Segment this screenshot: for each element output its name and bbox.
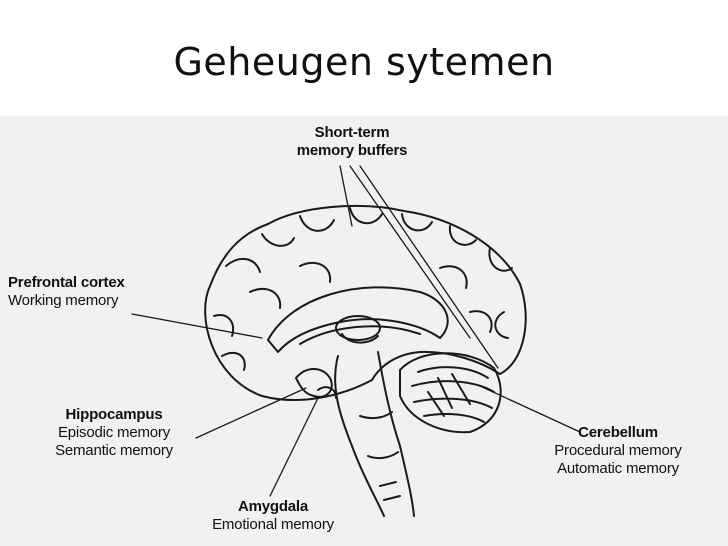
label-amygdala-heading: Amygdala [237,498,309,515]
pointer-short-term-2 [349,165,471,339]
thalamus [335,315,381,341]
label-amygdala: Amygdala Emotional memory [198,498,348,534]
pointer-prefrontal [131,313,263,339]
label-amygdala-line2: Emotional memory [212,516,334,533]
brain-diagram: Short-term memory buffers Prefrontal cor… [0,116,728,546]
corpus-callosum [267,286,449,353]
brain-illustration [131,165,581,517]
label-short-term: Short-term memory buffers [282,124,422,160]
cerebellum-shape [399,352,502,434]
label-prefrontal-heading: Prefrontal cortex [8,274,125,291]
brain-outline [204,204,527,402]
label-short-term-heading: Short-term [314,124,390,141]
pointer-short-term-3 [359,165,499,369]
pointer-short-term-1 [339,165,353,227]
pointer-hippocampus [195,387,307,439]
label-hippocampus-line2: Episodic memory [57,424,171,441]
label-hippocampus: Hippocampus Episodic memory Semantic mem… [34,406,194,460]
label-prefrontal-line2: Working memory [8,292,119,309]
label-cerebellum: Cerebellum Procedural memory Automatic m… [538,424,698,478]
label-cerebellum-heading: Cerebellum [578,424,658,441]
pointer-cerebellum [479,385,581,433]
hippocampus-shape [295,368,333,398]
brainstem [334,355,385,517]
label-cerebellum-line2: Procedural memory [554,442,682,459]
label-short-term-line2: memory buffers [296,142,408,159]
label-hippocampus-line3: Semantic memory [55,442,173,459]
label-hippocampus-heading: Hippocampus [65,406,163,423]
pointer-amygdala [269,397,319,497]
label-cerebellum-line3: Automatic memory [557,460,679,477]
label-prefrontal: Prefrontal cortex Working memory [8,274,168,310]
slide-title: Geheugen sytemen [173,40,555,84]
